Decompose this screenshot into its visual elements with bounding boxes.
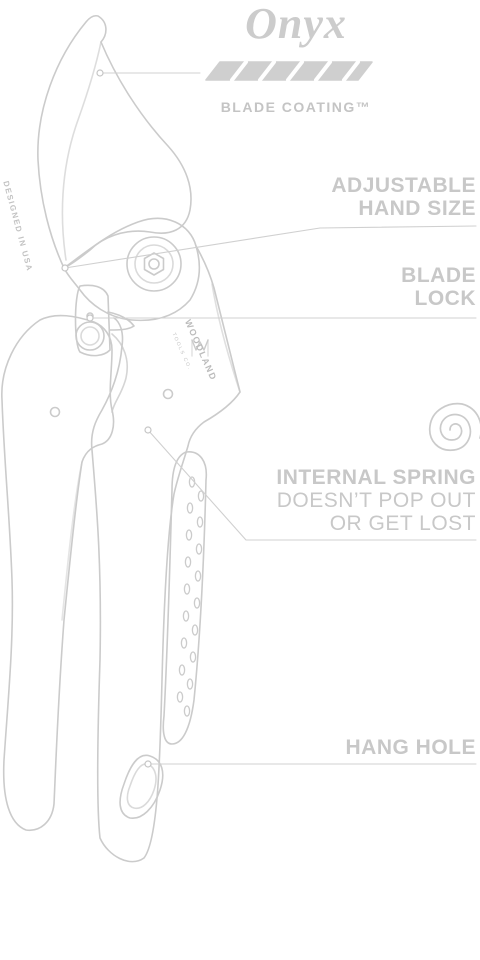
plate-highlight (211, 283, 241, 393)
callout-lock-line-1: BLADE (401, 264, 476, 287)
onyx-wordmark: Onyx (245, 0, 347, 48)
leader-lines (64, 72, 477, 765)
spring-gap (111, 333, 128, 413)
grip-insert (162, 451, 208, 745)
leader-dots (61, 69, 152, 768)
lower-handle (1, 314, 115, 831)
callout-internal-spring: INTERNAL SPRING DOESN’T POP OUT OR GET L… (276, 466, 476, 535)
grip-dimples (176, 476, 205, 717)
hang-hole (119, 754, 164, 819)
leader-dot-lock (86, 314, 94, 322)
leader-spring (147, 429, 477, 541)
leader-dot-hang (144, 760, 152, 768)
woodland-logo-mark (191, 339, 209, 357)
leader-adjustable (64, 225, 477, 269)
leader-dot-adjustable (61, 264, 69, 272)
blade-lock-ring (75, 321, 105, 351)
pivot-washer-inner (134, 244, 174, 284)
lower-handle-contour (61, 461, 83, 621)
leader-dot-onyx (96, 69, 104, 77)
callout-spring-title: INTERNAL SPRING (276, 466, 476, 489)
pivot-washer (126, 236, 182, 292)
rivet-left (49, 406, 61, 418)
callout-spring-detail-1: DOESN’T POP OUT (276, 489, 476, 512)
blade-lock-housing (74, 284, 111, 357)
callout-spring-detail-2: OR GET LOST (329, 512, 476, 535)
pivot-hole (148, 258, 160, 270)
rivet-plate (162, 388, 174, 400)
pivot-plate (63, 217, 201, 322)
blade-bevel (61, 41, 102, 261)
hang-hole-inner (126, 763, 157, 810)
callout-hang-hole: HANG HOLE (346, 736, 477, 759)
callout-adjustable-hand-size: ADJUSTABLE HAND SIZE (331, 174, 476, 220)
leader-dot-spring (144, 426, 152, 434)
callout-blade-lock: BLADE LOCK (401, 264, 476, 310)
blade-lock-lever (107, 311, 135, 331)
pivot-nut (143, 252, 165, 276)
spring-icon (428, 402, 480, 451)
upper-blade (37, 14, 192, 269)
callout-adjustable-line-2: HAND SIZE (358, 197, 476, 220)
blade-coating-label: BLADE COATING™ (220, 99, 372, 115)
blade-coating-badge (205, 60, 373, 82)
callout-hang-line: HANG HOLE (345, 736, 476, 759)
callout-lock-line-2: LOCK (414, 287, 476, 310)
callout-adjustable-line-1: ADJUSTABLE (331, 174, 476, 197)
blade-lock-ring-inner (80, 326, 100, 346)
upper-handle-body (90, 245, 241, 863)
